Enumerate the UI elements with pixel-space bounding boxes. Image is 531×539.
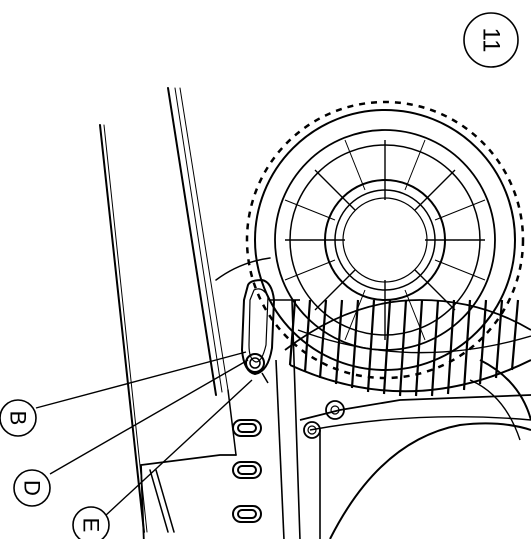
page-number: 11 bbox=[478, 28, 505, 53]
mounting-plate bbox=[99, 87, 271, 539]
callout-e: E bbox=[72, 506, 110, 539]
page-number-badge: 11 bbox=[463, 12, 519, 68]
callout-d-letter: D bbox=[20, 480, 45, 496]
callout-b: B bbox=[0, 399, 37, 437]
leader-lines bbox=[35, 351, 253, 517]
upper-sprocket bbox=[245, 100, 525, 380]
callout-d: D bbox=[13, 469, 51, 507]
callout-e-letter: E bbox=[79, 518, 104, 533]
callout-b-letter: B bbox=[6, 411, 31, 426]
pin-slot-assembly bbox=[240, 278, 276, 384]
housing bbox=[299, 359, 531, 539]
plate-slots bbox=[232, 419, 262, 523]
